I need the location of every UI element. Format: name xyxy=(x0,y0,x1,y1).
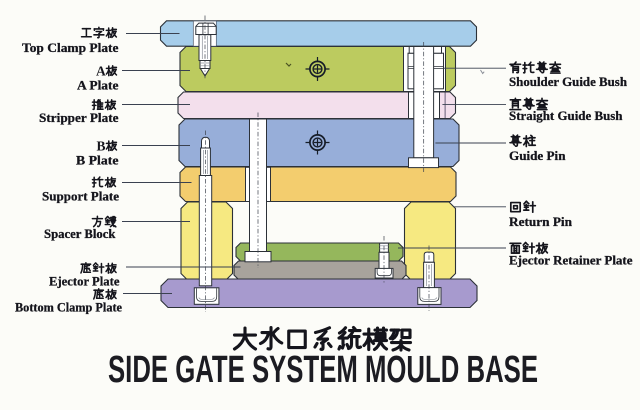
svg-text:Return Pin: Return Pin xyxy=(509,215,572,229)
svg-text:SIDE GATE SYSTEM MOULD BASE: SIDE GATE SYSTEM MOULD BASE xyxy=(108,349,538,391)
svg-text:Straight Guide Bush: Straight Guide Bush xyxy=(509,109,623,123)
svg-text:Shoulder Guide Bush: Shoulder Guide Bush xyxy=(509,75,627,89)
svg-text:B Plate: B Plate xyxy=(76,154,119,168)
svg-text:A Plate: A Plate xyxy=(77,79,119,93)
svg-text:Spacer Block: Spacer Block xyxy=(44,227,116,241)
svg-text:Stripper Plate: Stripper Plate xyxy=(39,111,119,125)
svg-text:Bottom Clamp Plate: Bottom Clamp Plate xyxy=(15,300,122,314)
svg-text:Top Clamp Plate: Top Clamp Plate xyxy=(22,41,119,55)
svg-text:A: A xyxy=(96,64,106,79)
svg-text:B: B xyxy=(97,139,106,154)
svg-text:Ejector Retainer Plate: Ejector Retainer Plate xyxy=(509,253,633,267)
svg-text:Guide Pin: Guide Pin xyxy=(509,149,566,163)
svg-text:Support Plate: Support Plate xyxy=(42,189,119,203)
svg-text:Ejector Plate: Ejector Plate xyxy=(49,274,120,288)
